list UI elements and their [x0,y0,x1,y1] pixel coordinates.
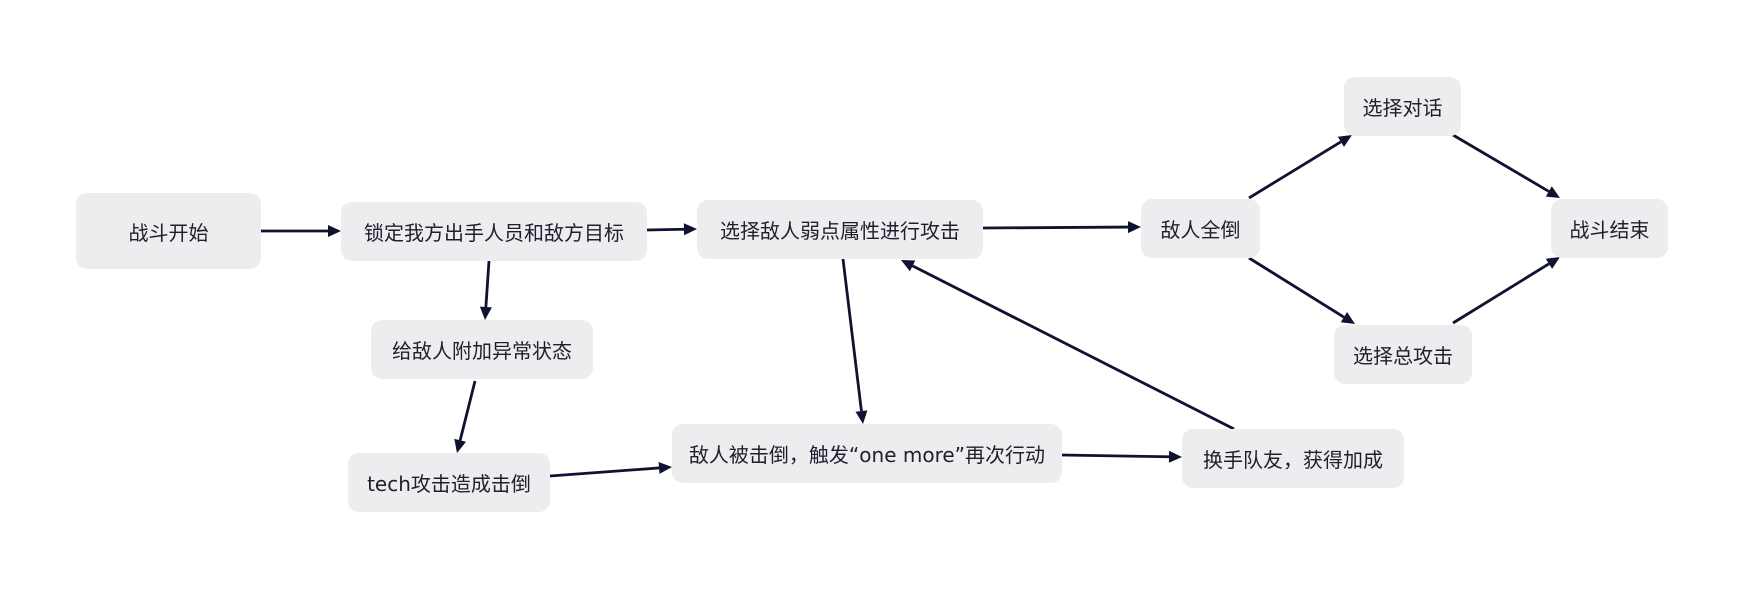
node-tech-knockdown[interactable]: tech攻击造成击倒 [348,453,550,512]
arrowhead-swap-to-weak [901,260,916,272]
arrowhead-talk-to-end [1545,186,1560,198]
edge-weak-to-oneMore [841,258,863,412]
edge-tech-to-oneMore [549,466,660,478]
arrowhead-status-to-tech [454,438,466,453]
node-label: tech攻击造成击倒 [367,472,531,496]
node-lock-targets[interactable]: 锁定我方出手人员和敌方目标 [341,202,647,261]
node-label: 选择总攻击 [1353,344,1453,368]
node-label: 选择敌人弱点属性进行攻击 [720,219,960,243]
edge-talk-to-end [1452,133,1550,193]
edge-status-to-tech [458,380,477,441]
node-battle-start[interactable]: 战斗开始 [76,193,261,269]
edge-weak-to-allDown [982,225,1129,230]
arrowhead-weak-to-oneMore [855,410,868,424]
edge-oneMore-to-swap [1061,453,1170,459]
node-label: 敌人全倒 [1160,218,1241,242]
node-label: 锁定我方出手人员和敌方目标 [364,221,624,245]
node-label: 选择对话 [1362,96,1443,120]
edge-allDown-to-allOut [1248,256,1345,319]
arrowhead-allDown-to-talk [1337,135,1352,147]
node-label: 换手队友，获得加成 [1203,448,1383,472]
edge-allOut-to-end [1452,262,1550,325]
node-all-enemies-down[interactable]: 敌人全倒 [1141,199,1260,258]
edge-swap-to-weak [911,264,1235,431]
node-one-more[interactable]: 敌人被击倒，触发“one more”再次行动 [672,424,1062,483]
node-swap-teammate[interactable]: 换手队友，获得加成 [1182,429,1404,488]
arrowhead-lock-to-weak [683,223,697,236]
node-attack-weakness[interactable]: 选择敌人弱点属性进行攻击 [697,200,983,259]
arrowhead-lock-to-status [479,306,492,320]
node-label: 战斗开始 [128,220,209,245]
node-label: 敌人被击倒，触发“one more”再次行动 [688,443,1046,467]
edge-allDown-to-talk [1248,140,1342,200]
node-choose-all-out-attack[interactable]: 选择总攻击 [1334,325,1472,384]
arrowhead-allOut-to-end [1545,257,1560,269]
node-choose-talk[interactable]: 选择对话 [1344,77,1461,136]
arrowhead-weak-to-allDown [1128,221,1141,234]
arrowhead-start-to-lock [328,225,341,237]
arrowhead-allDown-to-allOut [1340,312,1355,324]
edge-lock-to-weak [646,227,685,232]
arrowhead-oneMore-to-swap [1168,450,1182,463]
node-inflict-status[interactable]: 给敌人附加异常状态 [371,320,593,379]
node-battle-end[interactable]: 战斗结束 [1551,199,1668,258]
edge-lock-to-status [484,260,491,308]
node-label: 战斗结束 [1569,218,1650,242]
node-label: 给敌人附加异常状态 [392,339,572,363]
arrowhead-tech-to-oneMore [658,462,672,474]
